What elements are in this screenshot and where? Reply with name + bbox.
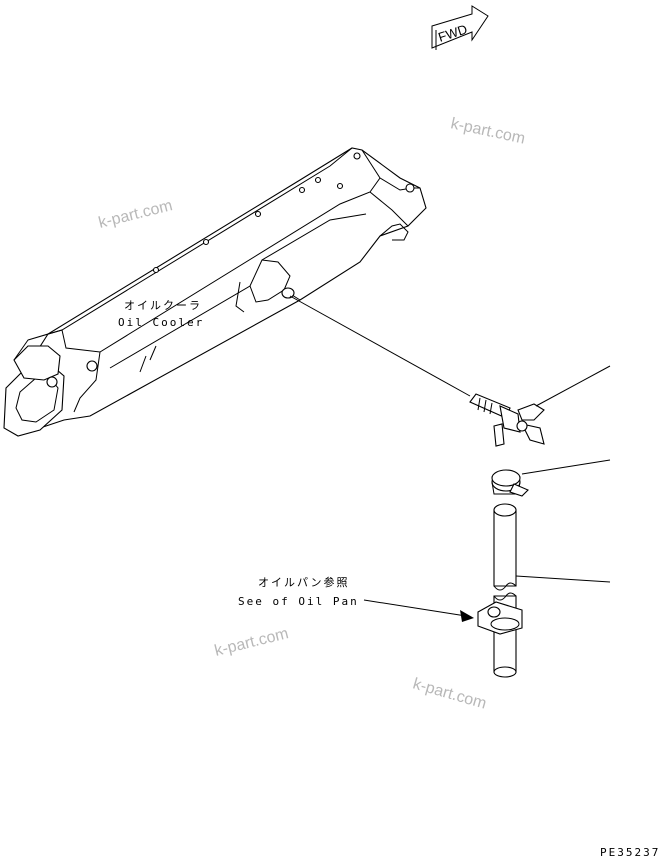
hose-drawing [477, 503, 523, 678]
drain-valve-drawing [469, 393, 545, 447]
part-code: PE35237 [600, 846, 660, 859]
leader-line [521, 459, 611, 475]
watermark: k-part.com [97, 197, 174, 232]
leader-line [289, 295, 471, 397]
oil-cooler-label-jp: オイルクーラ [124, 299, 202, 312]
leader-line [515, 575, 611, 583]
oil-cooler-drawing [3, 147, 427, 437]
hose-clamp-drawing [491, 469, 529, 497]
oil-pan-label-jp: オイルパン参照 [258, 575, 350, 589]
oil-cooler-label-en: Oil Cooler [118, 316, 204, 329]
watermark: k-part.com [411, 676, 488, 713]
fwd-label: FWD [436, 21, 469, 44]
leader-line [535, 365, 611, 407]
watermark: k-part.com [449, 115, 526, 147]
watermark: k-part.com [213, 625, 290, 660]
oil-pan-label-en: See of Oil Pan [238, 595, 359, 608]
oil-pan-arrow [363, 599, 474, 622]
fwd-arrow-icon: FWD [431, 5, 489, 50]
